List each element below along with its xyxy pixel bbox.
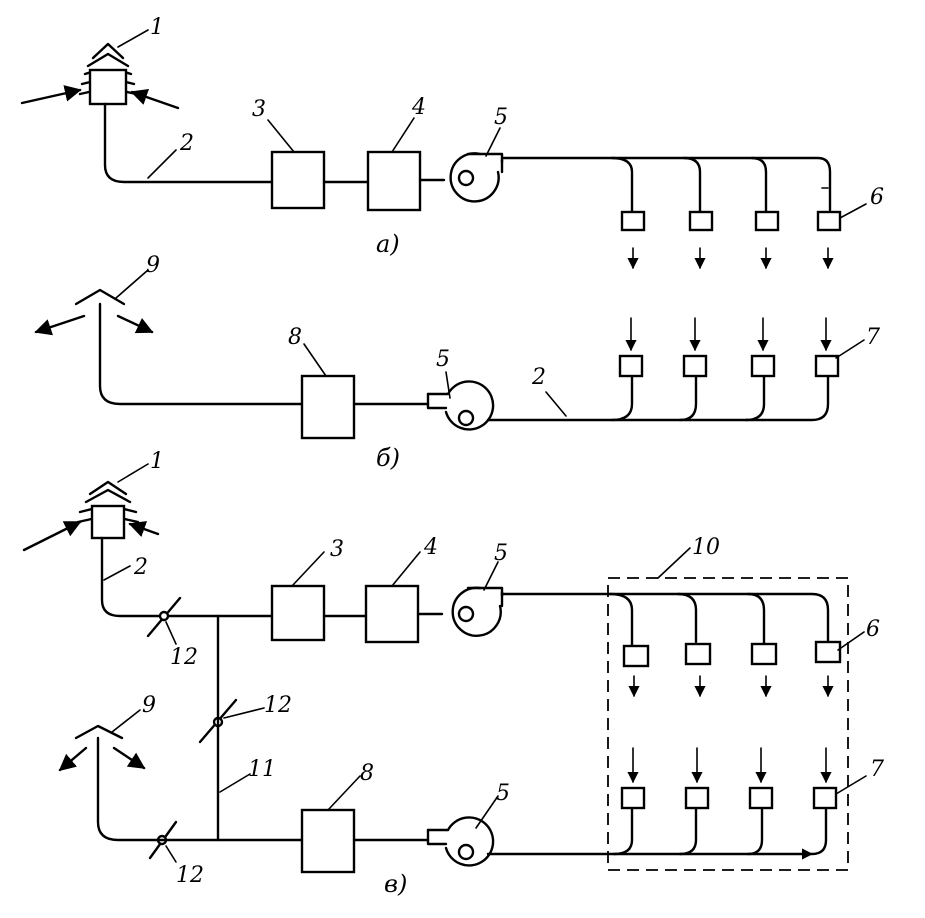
label-4-a: 4: [411, 95, 426, 120]
label-1-c: 1: [150, 449, 164, 474]
fan-c-top-icon: [451, 586, 504, 637]
supply-outlet: [814, 640, 842, 664]
exhaust-inlet: [812, 786, 838, 810]
label-9-b: 9: [146, 253, 160, 278]
label-12-c: 12: [176, 863, 204, 888]
unit-3-a: [270, 150, 326, 210]
supply-outlet: [622, 644, 650, 668]
label-1-a: 1: [150, 15, 164, 40]
exhaust-inlet: [620, 786, 646, 810]
label-6-a: 6: [870, 185, 884, 210]
caption-c: в): [384, 870, 407, 898]
duct-a-intake: [103, 102, 274, 184]
supply-header-a: [500, 156, 832, 212]
scheme-c: 1 2 3 4 5 10 6 12 12 9 11 8 5 7 12 в): [22, 449, 884, 898]
label-11: 11: [248, 757, 276, 782]
label-3-a: 3: [252, 97, 266, 122]
exhaust-inlet: [750, 354, 776, 378]
exhaust-header-c: [486, 806, 828, 856]
supply-outlet: [750, 642, 778, 666]
exhaust-inlet: [814, 354, 840, 378]
exhaust-inlets-b: [618, 317, 840, 378]
label-5-c-bottom: 5: [496, 781, 510, 806]
label-10: 10: [692, 535, 720, 560]
scheme-a: 1 2 3 4 5 6 а): [20, 15, 884, 270]
exhaust-inlet: [684, 786, 710, 810]
supply-outlet: [754, 210, 780, 232]
label-6-c: 6: [866, 617, 880, 642]
label-2-c: 2: [133, 555, 148, 580]
label-5-c-top: 5: [494, 541, 508, 566]
supply-outlets-c: [622, 640, 842, 698]
caption-a: а): [376, 230, 400, 258]
label-2-b: 2: [531, 365, 546, 390]
unit-3-c: [270, 584, 326, 642]
label-3-c: 3: [330, 537, 344, 562]
air-intake-shaft-icon: [20, 42, 180, 110]
exhaust-inlet: [682, 354, 708, 378]
air-intake-shaft-icon: [22, 480, 160, 552]
duct-c-intake: [100, 536, 274, 618]
label-2-a: 2: [179, 131, 194, 156]
supply-outlet: [688, 210, 714, 232]
exhaust-inlets-c: [620, 747, 838, 810]
label-9-c: 9: [142, 693, 156, 718]
damper-icon: [146, 596, 182, 638]
fan-a-icon: [449, 152, 504, 203]
fan-b-icon: [426, 380, 495, 431]
supply-outlet: [816, 210, 842, 232]
caption-b: б): [376, 444, 400, 472]
label-8-c: 8: [360, 761, 374, 786]
label-5-b: 5: [436, 347, 450, 372]
supply-outlet: [684, 642, 712, 666]
fan-c-bottom-icon: [426, 816, 495, 867]
supply-outlets-a: [620, 210, 842, 270]
unit-4-c: [364, 584, 420, 644]
duct-c-exhaust: [96, 736, 304, 842]
scheme-b: 9 8 5 2 7 б): [34, 253, 880, 472]
supply-header-c: [500, 592, 830, 644]
label-4-c: 4: [423, 535, 438, 560]
exhaust-inlet: [618, 354, 644, 378]
exhaust-hood-icon: [58, 724, 146, 772]
served-room-boundary: [607, 577, 849, 871]
label-8-b: 8: [288, 325, 302, 350]
exhaust-inlet: [748, 786, 774, 810]
label-12-b: 12: [264, 693, 292, 718]
supply-outlet: [620, 210, 646, 232]
label-12-a: 12: [170, 645, 198, 670]
unit-4-a: [366, 150, 422, 212]
label-7-b: 7: [866, 325, 880, 350]
exhaust-hood-icon: [34, 288, 154, 336]
duct-b-exhaust: [98, 302, 304, 406]
unit-8-b: [300, 374, 356, 440]
label-5-a: 5: [494, 105, 508, 130]
label-7-c: 7: [870, 757, 884, 782]
unit-8-c: [300, 808, 356, 874]
exhaust-header-b: [486, 374, 830, 422]
